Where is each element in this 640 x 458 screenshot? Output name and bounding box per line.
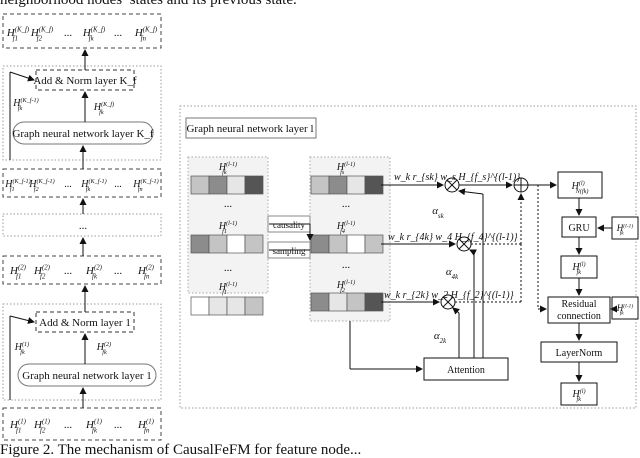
top-row-label-5: H(K_f)fn (134, 27, 158, 43)
input-node-label-1b: H(l-1)f1 (218, 281, 237, 296)
row-1-label-5: H(1)fn (137, 419, 155, 435)
h-out-label: H(l)fk (571, 388, 585, 403)
caption-top: neighborhood nodes’ states and its previ… (0, 0, 297, 8)
h-agg-box (557, 171, 603, 199)
alpha-2k-label: α2k (434, 330, 447, 345)
row-1 (2, 407, 162, 441)
top-row-label-1: H(K_f)f2 (30, 27, 54, 43)
kf-side-labels: H(K_f-1)fk H(K_f)fk (12, 97, 114, 116)
edge-label-2k: w_k r_{2k} w_2 H_{f_2}^{(l-1)} (384, 290, 514, 301)
sampled-vector-s (310, 175, 384, 195)
detail-title: Graph neural network layer l (186, 123, 313, 135)
input-ellipsis-2: ... (224, 262, 233, 274)
top-output-row (2, 13, 162, 49)
residual-label-1: Residual (562, 299, 597, 310)
edge-label-sk: w_k r_{sk} w_s H_{f_s}^{(l-1)} (394, 172, 520, 183)
row-1-label-0: H(1)f1 (9, 419, 27, 435)
gnn-layer-detail: Graph neural network layer l causality s… (179, 105, 639, 409)
row-kf-minus1 (2, 168, 162, 198)
input-vector-1a (190, 234, 264, 254)
layernorm-label: LayerNorm (556, 348, 603, 359)
causality-label: causality (273, 220, 305, 230)
row-2-label-3: H(2)fk (85, 265, 103, 281)
h-out-box (560, 382, 598, 406)
row-kfm1-label-2: ... (64, 179, 72, 190)
alpha-sk-label: αsk (432, 205, 444, 220)
row-2-label-4: ... (114, 265, 123, 277)
ellipsis-label: ... (79, 220, 88, 232)
h-prev-bottom-label: H(1)fk (14, 341, 29, 356)
attention-box (423, 357, 509, 381)
sampled-node-label-2: H(l-1)f2 (336, 279, 355, 294)
row-kfm1-label-0: H(K_f-1)f1 (4, 178, 30, 193)
gnn-bottom-label: Graph neural network layer 1 (22, 370, 152, 382)
h-l-label: H(l)fk (571, 261, 585, 276)
row-kfm1-label-3: H(K_f-1)fk (80, 178, 106, 193)
h-agg-label: H(l)N(fk) (571, 180, 589, 195)
input-ellipsis-1: ... (224, 198, 233, 210)
sampling-label: sampling (273, 246, 306, 256)
row-1-label-3: H(1)fk (85, 419, 103, 435)
left-arrows (9, 49, 89, 408)
row-2-label-1: H(2)f2 (33, 265, 51, 281)
detail-frame (179, 105, 637, 409)
h-cur-bottom-label: H(2)fk (96, 341, 111, 356)
top-row-label-3: H(K_f)fk (82, 27, 106, 43)
row-2-label-2: ... (64, 265, 73, 277)
sampled-node-label-s: H(l-1)fs (336, 161, 355, 176)
row-kfm1-label-5: H(K_f-1)fn (132, 178, 158, 193)
layer-1-frame (2, 303, 162, 401)
top-row-label-4: ... (114, 27, 123, 39)
add-norm-bottom-label: Add & Norm layer 1 (39, 317, 131, 329)
row-1-label-1: H(1)f2 (33, 419, 51, 435)
ellipsis-row (2, 213, 162, 237)
row-1-label-2: ... (64, 419, 73, 431)
sampled-vector-2 (310, 292, 384, 312)
input-vector-k (190, 175, 264, 195)
attention-label: Attention (447, 365, 485, 376)
sampled-ellipsis-1: ... (342, 198, 351, 210)
input-node-label-1a: H(l-1)f1 (218, 220, 237, 235)
top-row-label-2: ... (64, 27, 73, 39)
gnn-bottom-box (17, 363, 157, 387)
residual-label-2: connection (557, 311, 601, 322)
h-cur-top-label: H(K_f)fk (93, 101, 114, 116)
input-vector-1b (190, 296, 264, 316)
add-norm-top-label: Add & Norm layer K_f (33, 75, 137, 87)
gnn-top-box (12, 121, 154, 145)
sampled-vector-4 (310, 234, 384, 254)
gnn-top-label: Graph neural network layer K_f (12, 128, 153, 140)
input-node-label-k: H(l-1)fk (218, 161, 237, 176)
row-2-label-5: H(2)fn (137, 265, 155, 281)
row-1-label-4: ... (114, 419, 123, 431)
h-res-in-label: H(l-1)fk (616, 302, 634, 316)
row-2 (2, 255, 162, 285)
sampled-ellipsis-2: ... (342, 259, 351, 271)
sampled-node-label-4: H(l-1)f4 (336, 220, 355, 235)
caption-bottom: Figure 2. The mechanism of CausalFeFM fo… (0, 442, 362, 458)
alpha-4k-label: α4k (446, 266, 459, 281)
top-row-label-0: H(K_f)f1 (6, 27, 30, 43)
h-prev-label: H(l-1)fk (616, 222, 634, 236)
h-prev-top-label: H(K_f-1)fk (12, 97, 38, 112)
row-kfm1-label-1: H(K_f-1)f2 (28, 178, 54, 193)
row-2-label-0: H(2)f1 (9, 265, 27, 281)
edge-label-4k: w_k r_{4k} w_4 H_{f_4}^{(l-1)} (388, 232, 518, 243)
gru-label: GRU (568, 223, 590, 234)
detail-title-box (185, 117, 317, 139)
row-kfm1-label-4: ... (114, 179, 122, 190)
